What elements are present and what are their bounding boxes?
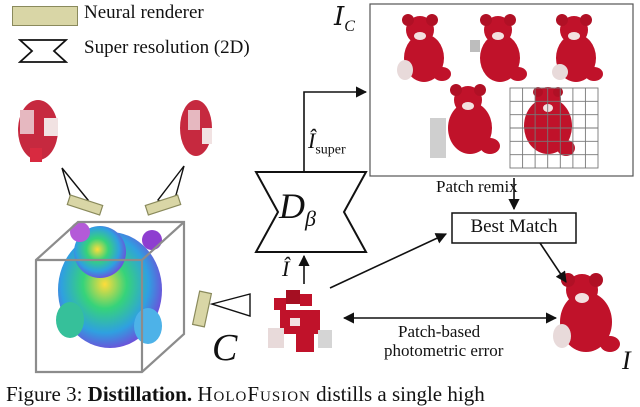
patch-grid bbox=[509, 87, 599, 169]
render-patch-right bbox=[180, 100, 212, 156]
best-match-label: Best Match bbox=[470, 216, 558, 237]
patch-based-label: Patch-based bbox=[398, 322, 481, 341]
arrow-best-match-to-i bbox=[539, 242, 567, 283]
final-teddy bbox=[553, 273, 620, 352]
figure-caption: Figure 3: Distillation. HoloFusion disti… bbox=[6, 382, 485, 406]
legend: Neural renderer Super resolution (2D) bbox=[10, 2, 310, 64]
camera-c-label: C bbox=[212, 327, 238, 369]
teddy-patch-1 bbox=[397, 14, 451, 82]
camera-left bbox=[61, 167, 104, 216]
legend-neural-renderer: Neural renderer bbox=[84, 2, 204, 23]
camera-right bbox=[144, 165, 185, 216]
patch-remix-label: Patch remix bbox=[436, 177, 518, 196]
volume-cube bbox=[34, 220, 186, 374]
legend-super-resolution: Super resolution (2D) bbox=[84, 37, 250, 58]
rendered-low-res-teddy bbox=[268, 290, 332, 352]
ic-label: IC bbox=[334, 2, 355, 36]
arrow-ihat-to-best-match bbox=[329, 233, 448, 289]
arrow-super-to-ic bbox=[303, 86, 368, 172]
patch-collection-panel bbox=[369, 3, 634, 177]
i-output-label: I bbox=[622, 346, 631, 375]
photometric-error-label: photometric error bbox=[384, 341, 504, 360]
teddy-patch-4 bbox=[430, 84, 500, 158]
camera-c bbox=[191, 290, 251, 328]
i-super-label: Îsuper bbox=[308, 128, 346, 158]
teddy-patch-2 bbox=[470, 14, 527, 82]
super-resolution-block bbox=[254, 171, 368, 253]
super-resolution-icon bbox=[18, 39, 68, 63]
d-beta-label: Dβ bbox=[279, 186, 316, 232]
best-match-box bbox=[451, 212, 577, 244]
i-hat-label: Î bbox=[282, 256, 290, 281]
neural-renderer-swatch bbox=[12, 6, 78, 26]
render-patch-left bbox=[18, 100, 58, 162]
teddy-patch-3 bbox=[552, 14, 603, 82]
